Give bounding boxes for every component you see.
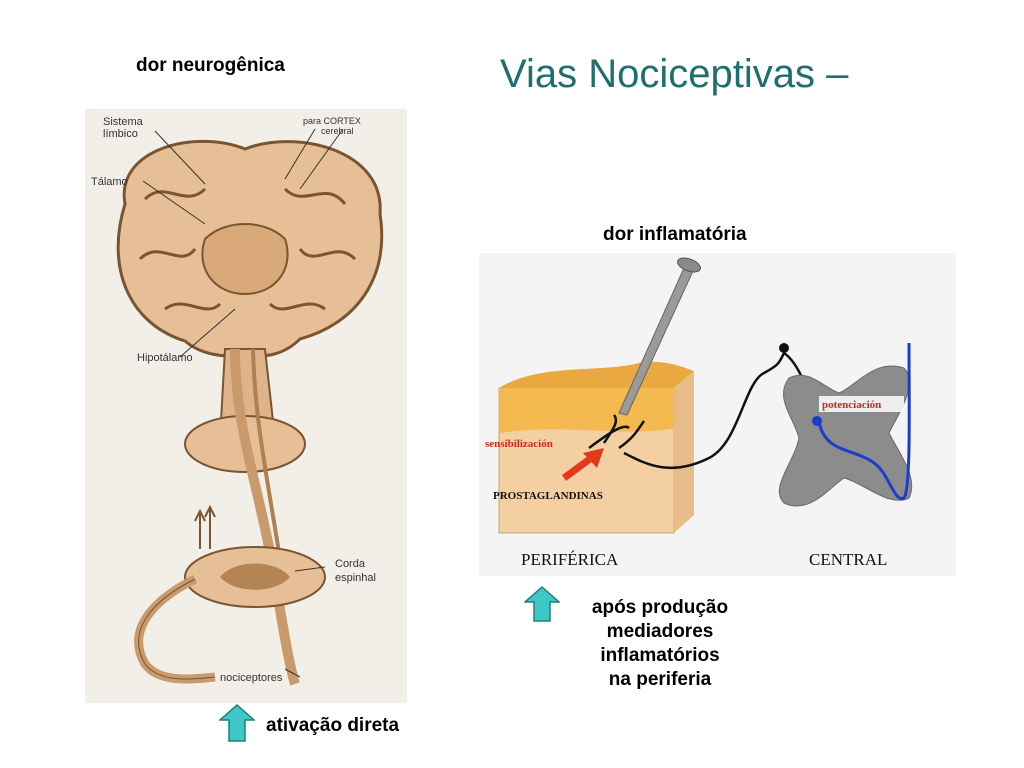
label-prostaglandinas: PROSTAGLANDINAS	[493, 490, 603, 502]
potentiated-soma	[812, 416, 822, 426]
neuron-body	[779, 343, 789, 353]
inflammatory-caption: após produção mediadores inflamatórios n…	[560, 596, 760, 692]
leader-lines	[142, 128, 344, 678]
label-nociceptores: nociceptores	[220, 672, 283, 684]
spinal-tract-2	[251, 348, 285, 580]
nerve-fiber	[588, 352, 786, 470]
label-sensibilizacion: sensibilización	[485, 438, 553, 450]
slide-title: Vias Nociceptivas –	[500, 52, 849, 96]
label-potenciacion: potenciación	[822, 399, 881, 411]
label-para-cortex: para CORTEX	[303, 116, 361, 126]
grey-matter	[220, 563, 290, 590]
up-arrow-icon	[524, 586, 560, 622]
neurogenic-pain-heading: dor neurogênica	[136, 55, 285, 76]
label-espinhal: espinhal	[335, 572, 376, 584]
caption-line: na periferia	[608, 669, 712, 690]
label-talamo: Tálamo	[91, 176, 128, 188]
brain-inner	[201, 223, 289, 296]
inflammatory-pathway-figure: sensibilización PROSTAGLANDINAS potencia…	[479, 253, 956, 576]
tissue-side	[674, 371, 694, 533]
potenciacion-box	[819, 396, 904, 412]
potentiated-neuron	[817, 342, 911, 500]
label-cerebral: cerebral	[321, 126, 354, 136]
neurogenic-pathway-figure: Sistema límbico para CORTEX cerebral Tál…	[85, 109, 407, 703]
brain-spinal-illustration: Sistema límbico para CORTEX cerebral Tál…	[91, 116, 384, 686]
caption-line: mediadores	[606, 621, 714, 642]
label-limbico: límbico	[103, 128, 138, 140]
brain-gyri	[138, 187, 357, 311]
label-sistema: Sistema	[103, 116, 144, 128]
label-corda: Corda	[335, 558, 366, 570]
red-arrow-icon	[561, 453, 597, 481]
nail-head	[677, 257, 701, 273]
up-arrow-icon-left	[219, 704, 255, 742]
label-hipotalamo: Hipotálamo	[137, 352, 193, 364]
label-central: CENTRAL	[809, 550, 887, 569]
direct-activation-caption: ativação direta	[266, 715, 400, 736]
inflammatory-pain-heading: dor inflamatória	[603, 224, 747, 245]
label-periferica: PERIFÉRICA	[521, 550, 619, 569]
up-arrows-icon	[194, 504, 216, 549]
caption-line: inflamatórios	[600, 645, 720, 666]
skin-layer	[499, 388, 674, 433]
inflammation-illustration: sensibilización PROSTAGLANDINAS potencia…	[485, 257, 913, 569]
caption-line: após produção	[591, 597, 729, 618]
nerve-root-2	[138, 578, 216, 680]
tissue-top	[499, 361, 694, 388]
red-arrow-head	[583, 448, 604, 468]
